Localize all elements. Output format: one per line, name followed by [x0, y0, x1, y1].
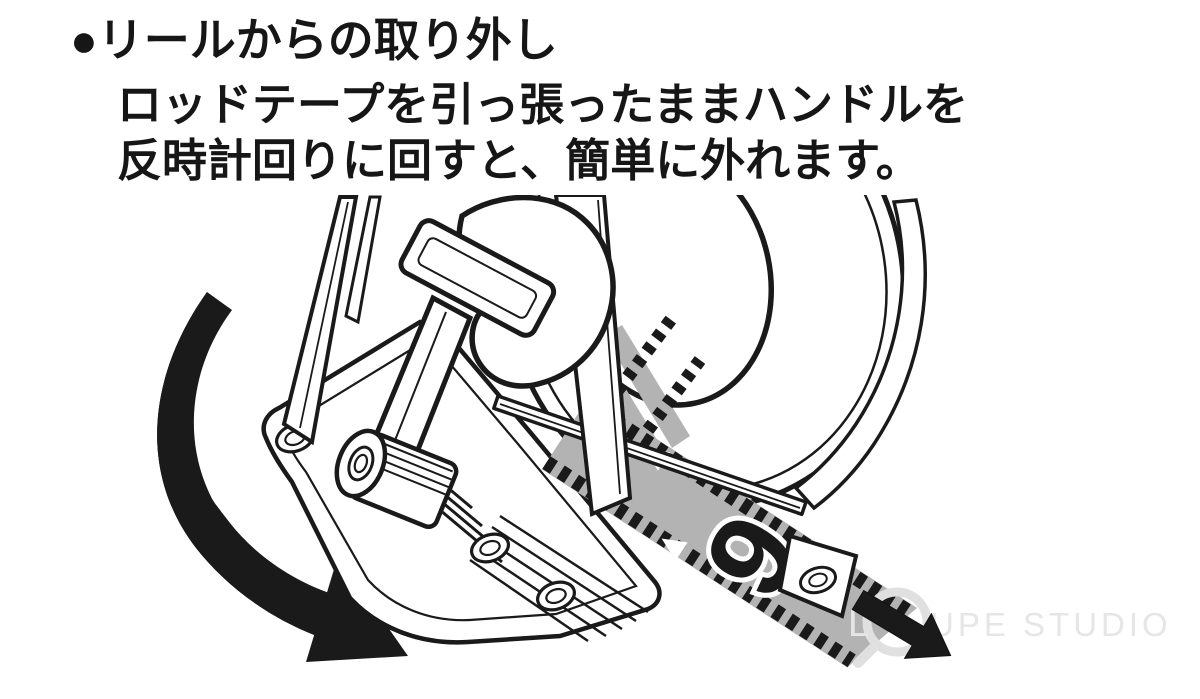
left-leg-line [299, 201, 349, 429]
right-leg-strip [793, 198, 927, 511]
tape-ticks-top [581, 395, 917, 621]
instruction-line-2: 反時計回りに回すと、簡単に外れます。 [117, 135, 921, 186]
drum-tape-stripe [604, 325, 690, 448]
tape-guide-bar [492, 394, 808, 517]
base-outline [261, 319, 662, 645]
section-heading: ●リールからの取り外し [70, 14, 558, 66]
frame-left-leg [281, 195, 382, 446]
tape-marker-triangle [661, 538, 688, 561]
watermark-text: UPE STUDIO [930, 606, 1172, 643]
right-foot-boss-inner [808, 572, 828, 588]
arrow-head [306, 556, 408, 662]
left-leg-strip [281, 195, 359, 446]
crank-top-plate [398, 218, 557, 338]
frame-right-leg [777, 198, 927, 619]
counterclockwise-rotation-arrow [157, 292, 408, 662]
loupe-icon-handle [853, 640, 881, 668]
reel-base-plate [261, 319, 662, 645]
screw-bosses [275, 422, 576, 612]
crank-assembly [334, 195, 616, 530]
left-leg-strip-2 [344, 195, 382, 325]
arrow-arc-band [157, 292, 334, 638]
guide-bar-line [499, 403, 801, 509]
instruction-line-1: ロッドテープを引っ張ったままハンドルを [117, 79, 968, 130]
crank-knob [334, 428, 459, 530]
pull-direction-arrow [851, 589, 952, 659]
